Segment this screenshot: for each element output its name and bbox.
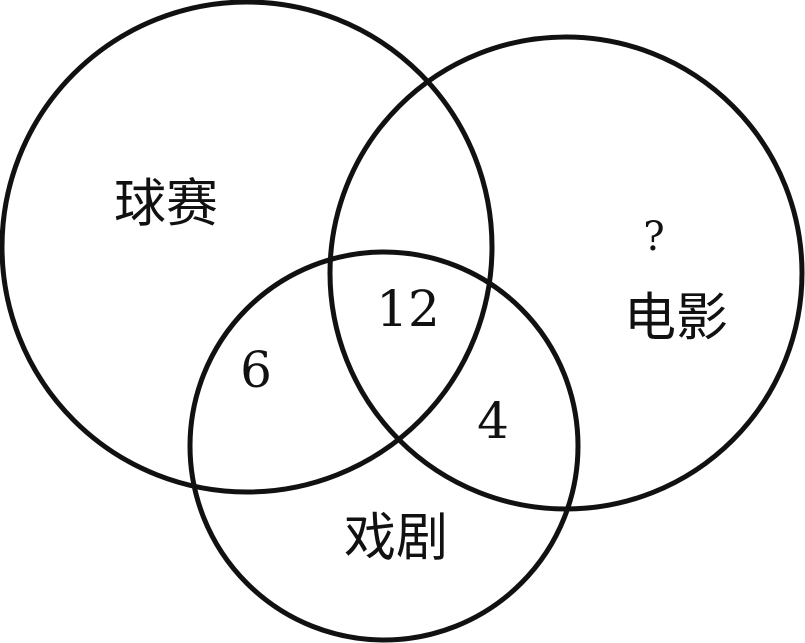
label-movies-only-value: ? xyxy=(643,214,664,260)
label-ball-games: 球赛 xyxy=(114,175,218,235)
label-movies: 电影 xyxy=(624,289,728,349)
label-all-three-value: 12 xyxy=(376,280,440,338)
label-movies-dramas-value: 4 xyxy=(477,392,509,450)
circle-ball-games xyxy=(0,0,495,495)
circle-movies xyxy=(327,34,805,512)
label-ball-games-dramas-value: 6 xyxy=(240,341,272,399)
label-dramas: 戏剧 xyxy=(344,509,448,569)
circle-dramas xyxy=(187,249,581,643)
